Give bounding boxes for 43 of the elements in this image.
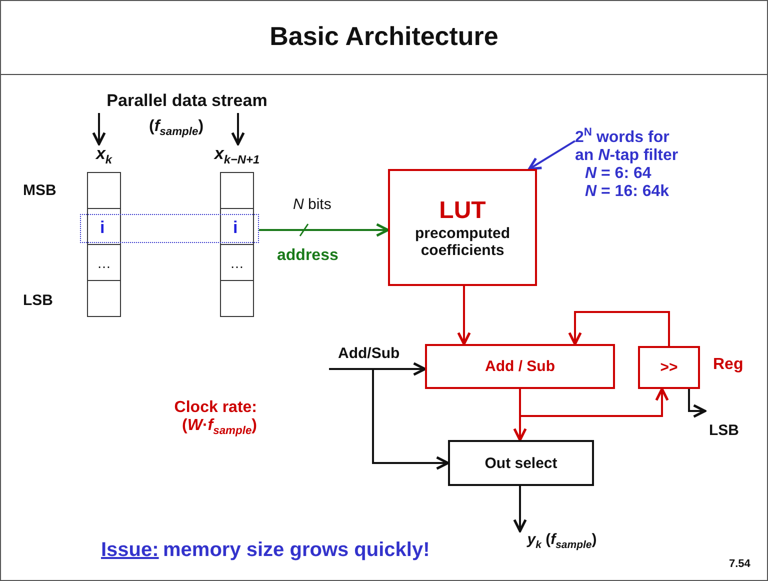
label-text: address bbox=[277, 247, 338, 265]
output-label: y$_{k}$ (f$_{sample}$) bbox=[497, 531, 627, 557]
node-text: i bbox=[100, 218, 105, 238]
arrow bbox=[568, 311, 670, 346]
arrow bbox=[688, 389, 706, 418]
label-text: MSB bbox=[23, 182, 56, 199]
shift-register-block bbox=[638, 346, 700, 389]
node-text: 2$^{N}$ words for an N-tap filter bbox=[575, 129, 680, 165]
slide-title: Basic Architecture bbox=[268, 21, 500, 53]
output-label: LSB bbox=[705, 405, 743, 439]
node-text: Add / Sub bbox=[485, 358, 555, 375]
label-text: (f$_{sample}$) bbox=[149, 118, 204, 136]
register-cell: … bbox=[87, 244, 121, 282]
node-text: N = 6: 64 bbox=[584, 165, 652, 183]
node-text: LUT bbox=[439, 196, 486, 224]
arrow bbox=[231, 113, 245, 146]
selection-box bbox=[80, 214, 259, 243]
label-text: LSB bbox=[23, 292, 53, 309]
register-caption: Reg bbox=[713, 356, 744, 374]
stream-heading: Parallel data stream bbox=[89, 91, 285, 113]
register-heading: x$_{k−N+1}$ bbox=[214, 144, 260, 168]
adder-block bbox=[425, 344, 615, 389]
output-select-block bbox=[448, 440, 594, 486]
node-text: precomputed coefficients bbox=[414, 224, 511, 258]
node-text: N = 16: 64k bbox=[584, 183, 670, 201]
lut-block bbox=[388, 169, 537, 286]
arrow bbox=[92, 113, 106, 146]
arrow bbox=[259, 223, 390, 237]
note-text: Clock rate: (W·f$_{sample}$) bbox=[173, 399, 257, 435]
register-heading: x$_{k}$ bbox=[96, 144, 112, 168]
arrow bbox=[457, 286, 471, 346]
node-text: i bbox=[233, 218, 238, 238]
node-text: >> bbox=[660, 359, 678, 376]
arrow bbox=[528, 140, 576, 170]
register-cell: … bbox=[220, 244, 254, 282]
node-text: Out select bbox=[484, 454, 558, 472]
arrow bbox=[519, 388, 669, 417]
note-text: memory size grows quickly! bbox=[163, 539, 430, 562]
arrow bbox=[372, 369, 450, 470]
arrow bbox=[329, 362, 426, 376]
issue-heading: Issue: bbox=[101, 539, 159, 562]
page-number: 7.54 bbox=[729, 558, 750, 570]
arrow bbox=[513, 486, 527, 532]
